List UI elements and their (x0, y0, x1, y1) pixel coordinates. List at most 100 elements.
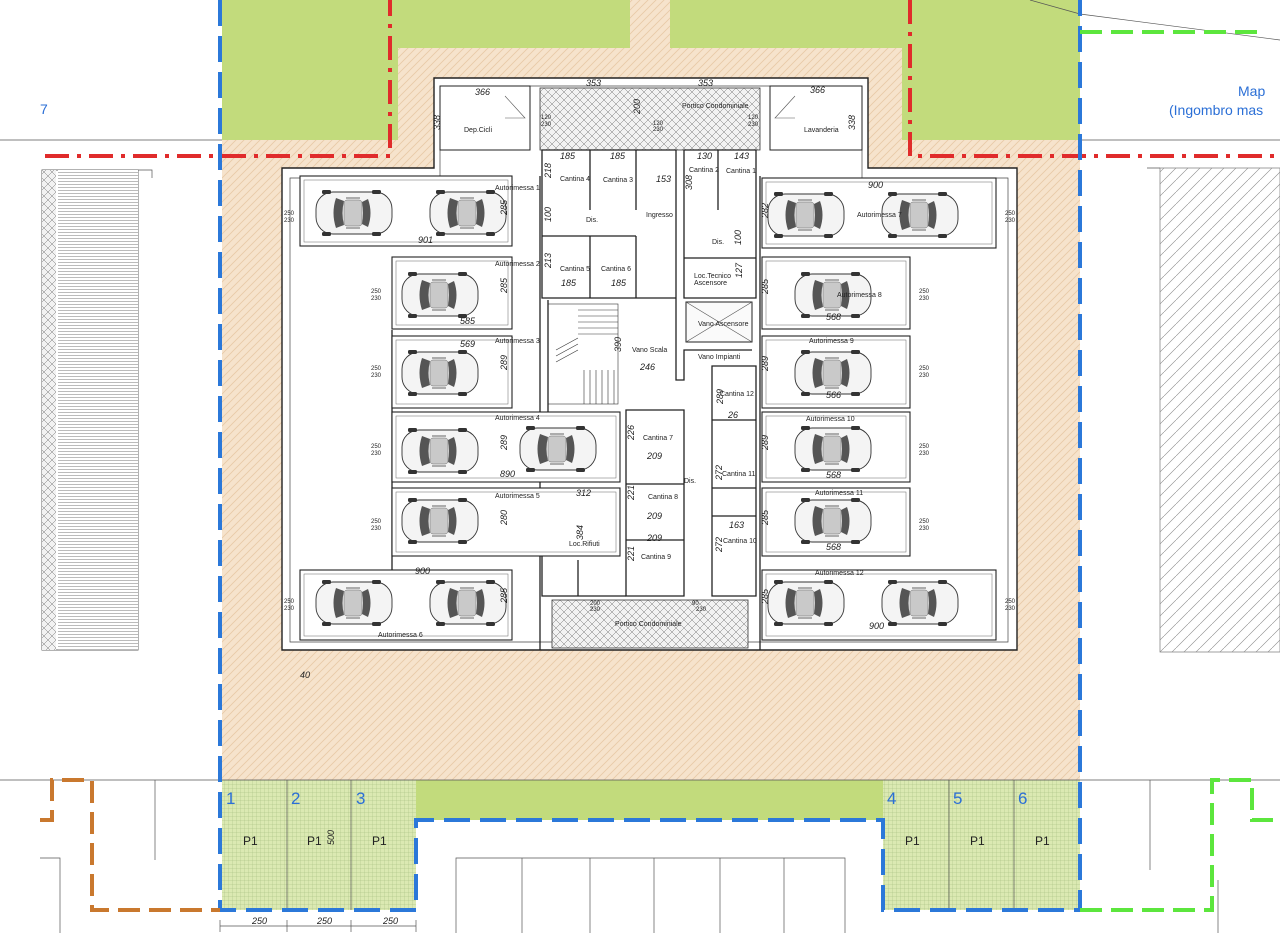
neighbour-left-hatch (42, 170, 56, 650)
room-label: Cantina 6 (601, 266, 631, 273)
parking-label: P1 (243, 834, 258, 848)
dimension-label: 209 (646, 451, 662, 461)
room-label: Cantina 3 (603, 177, 633, 184)
dimension-label: 289 (760, 435, 770, 451)
dimension-label: 285 (760, 278, 770, 295)
dimension-label: 272 (714, 465, 724, 481)
parking-number: 2 (291, 789, 300, 808)
room-label: Vano Scala (632, 347, 667, 354)
room-label: Vano Impianti (698, 354, 741, 361)
red-boundary-left (45, 0, 392, 158)
car-icon (315, 579, 393, 627)
dimension-label: 353 (698, 78, 713, 88)
garage-label: Autorimessa 3 (495, 338, 540, 345)
dimension-label: 568 (826, 470, 841, 480)
parking-number: 6 (1018, 789, 1027, 808)
garage-label: Autorimessa 9 (809, 338, 854, 345)
car-icon (429, 579, 507, 627)
dimension-label: 272 (714, 537, 724, 553)
dimension-label: 230 (371, 373, 382, 379)
dimension-label: 890 (500, 469, 515, 479)
dimension-label: 200 (590, 601, 601, 607)
dimension-label: 120 (541, 115, 552, 121)
car-icon (401, 349, 479, 397)
dimension-label: 250 (371, 444, 382, 450)
dimension-label: 289 (499, 355, 509, 371)
room-label: Dis. (586, 217, 598, 224)
room-label: Lavanderia (804, 127, 839, 134)
room-label: Dis. (712, 239, 724, 246)
dimension-label: 250 (251, 916, 267, 926)
parking-space-4: 4P1 (887, 789, 920, 848)
room-label: Cantina 7 (643, 435, 673, 442)
garage-label: Autorimessa 4 (495, 415, 540, 422)
dimension-label: 312 (576, 488, 591, 498)
dimension-label: 390 (613, 337, 623, 352)
car-icon (881, 579, 959, 627)
room-label: Cantina 9 (641, 554, 671, 561)
dimension-label: 100 (733, 230, 743, 245)
garage-label: Autorimessa 12 (815, 570, 864, 577)
dimension-label: 250 (919, 519, 930, 525)
green-boundary (1080, 30, 1280, 912)
parking-label: P1 (970, 834, 985, 848)
dimension-label: 384 (575, 525, 585, 540)
parking-number: 4 (887, 789, 896, 808)
dimension-label: 40 (300, 670, 310, 680)
parking-number: 5 (953, 789, 962, 808)
parking-number: 1 (226, 789, 235, 808)
parking-label: P1 (372, 834, 387, 848)
garage-label: Autorimessa 11 (815, 490, 863, 497)
dimension-label: 120 (653, 121, 664, 127)
dimension-label: 90 (692, 601, 699, 607)
dimension-label: 153 (656, 174, 671, 184)
car-icon (401, 271, 479, 319)
room-label: Cantina 8 (648, 494, 678, 501)
dimension-label: 366 (475, 87, 490, 97)
dimension-label: 230 (590, 607, 601, 613)
garage-label: Autorimessa 7 (857, 212, 902, 219)
parking-label: P1 (1035, 834, 1050, 848)
garage-label: Autorimessa 1 (495, 185, 540, 192)
dimension-label: 250 (1005, 599, 1016, 605)
car-icon (767, 579, 845, 627)
portico-top (539, 87, 761, 151)
dimension-label: 338 (847, 115, 857, 130)
red-boundary-right (908, 0, 1280, 158)
dimension-label: 185 (560, 151, 576, 161)
car-icon (315, 189, 393, 237)
dimension-label: 289 (715, 389, 725, 405)
neighbour-left-lines (58, 170, 138, 650)
dimension-label: 226 (626, 425, 636, 441)
room-label: Cantina 12 (720, 391, 754, 398)
dimension-label: 230 (371, 296, 382, 302)
garage-label: Autorimessa 10 (806, 416, 855, 423)
dimension-label: 185 (610, 151, 626, 161)
room-label: Cantina 10 (723, 538, 757, 545)
garage-label: Autorimessa 8 (837, 292, 882, 299)
dimension-label: 230 (748, 122, 759, 128)
parking-space-3: 3P1 (356, 789, 387, 848)
car-icon (429, 189, 507, 237)
car-icon (401, 497, 479, 545)
room-label: Ascensore (694, 280, 727, 287)
room-label: Cantina 11 (722, 471, 755, 478)
dimension-label: 566 (826, 390, 841, 400)
garden-top-left (222, 0, 630, 140)
parking-space-2: 2P1 (291, 789, 322, 848)
garage-label: Autorimessa 6 (378, 632, 423, 639)
dimension-label: 230 (919, 296, 930, 302)
dimension-label: 250 (919, 366, 930, 372)
dimension-label: 250 (371, 366, 382, 372)
dimension-label: 901 (418, 235, 433, 245)
garage-label: Autorimessa 2 (495, 261, 540, 268)
dimension-label: 120 (748, 115, 759, 121)
